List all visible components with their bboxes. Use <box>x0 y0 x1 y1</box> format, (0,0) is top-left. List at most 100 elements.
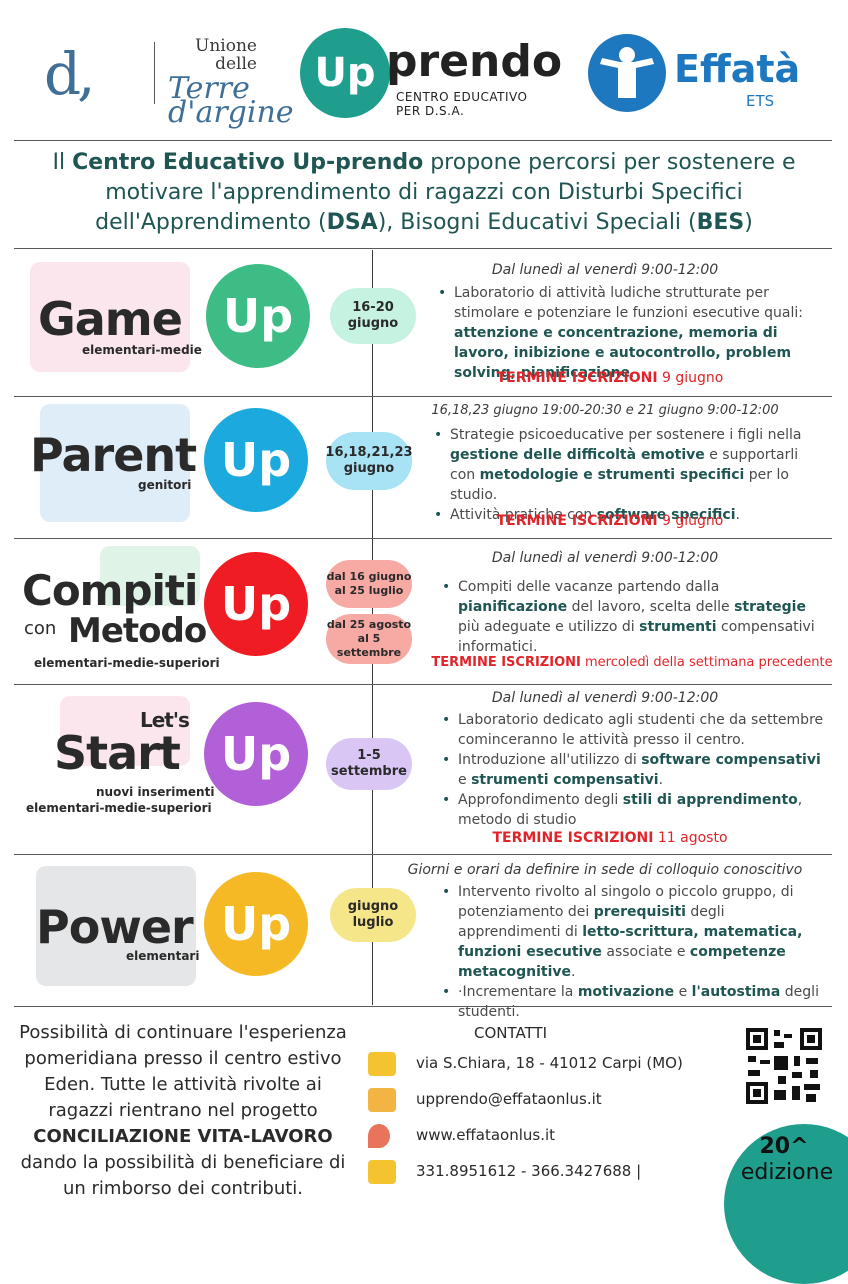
program-name-power: Power <box>36 900 194 954</box>
deadline-value: 11 agosto <box>657 830 728 846</box>
description-bullet: Laboratorio di attività ludiche struttur… <box>436 283 831 383</box>
unione-monogram: d, <box>44 40 96 108</box>
program-name-compiti: Compiti <box>22 566 198 615</box>
section-divider <box>14 538 832 539</box>
date-pill: giugno luglio <box>330 888 416 942</box>
header-divider <box>14 140 832 141</box>
location-pin-icon <box>368 1124 390 1148</box>
schedule: Dal lunedì al venerdì 9:00-12:00 <box>491 262 719 278</box>
email-icon <box>368 1088 396 1112</box>
description-bullet: Laboratorio dedicato agli studenti che d… <box>440 710 825 750</box>
description-bullet: Approfondimento degli stili di apprendim… <box>440 790 825 830</box>
puzzle-decoration <box>30 262 190 372</box>
description-bullet: ·Incrementare la motivazione e l'autosti… <box>440 982 830 1022</box>
section-divider <box>14 248 832 249</box>
email-text[interactable]: upprendo@effataonlus.it <box>416 1090 602 1108</box>
program-description: Laboratorio dedicato agli studenti che d… <box>440 710 825 830</box>
description-bullet: Introduzione all'utilizzo di software co… <box>440 750 825 790</box>
mailbox-icon <box>368 1052 396 1076</box>
intro-part: ), Bisogni Educativi Speciali ( <box>377 210 697 235</box>
note-bold: CONCILIAZIONE VITA-LAVORO <box>33 1126 333 1147</box>
program-audience: nuovi inserimenti <box>96 785 215 799</box>
deadline: TERMINE ISCRIZIONI 9 giugno <box>380 370 840 386</box>
date-pill: 1-5 settembre <box>326 738 412 790</box>
note-part: Possibilità di continuare l'esperienza p… <box>19 1022 347 1121</box>
deadline-label: TERMINE ISCRIZIONI <box>492 830 654 846</box>
program-description: Strategie psicoeducative per sostenere i… <box>432 425 827 525</box>
address-text: via S.Chiara, 18 - 41012 Carpi (MO) <box>416 1054 683 1072</box>
phone-icon <box>368 1160 396 1184</box>
supplies-decoration <box>36 866 196 986</box>
date-pill: 16,18,21,23 giugno <box>325 432 413 490</box>
intro-bold: Centro Educativo Up-prendo <box>72 150 424 175</box>
effata-logo: Effatà ETS <box>588 34 808 118</box>
schedule: Giorni e orari da definire in sede di co… <box>407 862 803 878</box>
program-name-start: Start <box>54 726 181 780</box>
program-pre: Let's <box>140 708 190 732</box>
deadline: TERMINE ISCRIZIONI 11 agosto <box>380 830 840 846</box>
logo-divider <box>154 42 155 104</box>
schedule: Dal lunedì al venerdì 9:00-12:00 <box>491 550 719 566</box>
program-audience: elementari-medie <box>82 343 202 357</box>
upprendo-word: prendo <box>386 36 563 87</box>
qr-code[interactable] <box>744 1026 824 1106</box>
up-badge: Up <box>206 264 310 368</box>
upprendo-logo: Up prendo CENTRO EDUCATIVO PER D.S.A. <box>300 28 562 120</box>
book-decoration <box>100 546 200 606</box>
description-bullet: Compiti delle vacanze partendo dalla pia… <box>440 577 820 657</box>
deadline-label: TERMINE ISCRIZIONI <box>431 655 581 670</box>
program-name-game: Game <box>38 292 183 346</box>
up-badge: Up <box>204 552 308 656</box>
date-pill: dal 25 agosto al 5 settembre <box>326 614 412 664</box>
unione-terre-dargine-logo: d, Unione delle Terre d'argine <box>44 36 294 128</box>
deadline-value: mercoledì della settimana precedente <box>584 655 833 670</box>
description-bullet: Intervento rivolto al singolo o piccolo … <box>440 882 830 982</box>
up-badge: Up <box>204 408 308 512</box>
deadline-value: 9 giugno <box>662 370 724 386</box>
deadline-label: TERMINE ISCRIZIONI <box>496 370 658 386</box>
intro-bold: BES <box>696 210 745 235</box>
deadline: TERMINE ISCRIZIONI mercoledì della setti… <box>430 655 834 670</box>
unione-line1: Unione <box>195 36 257 56</box>
section-divider <box>14 684 832 685</box>
up-circle: Up <box>300 28 390 118</box>
upprendo-sub2: PER D.S.A. <box>396 104 465 118</box>
schedule: 16,18,23 giugno 19:00-20:30 e 21 giugno … <box>431 403 779 418</box>
program-name-parent: Parent <box>30 428 197 482</box>
program-audience-2: elementari-medie-superiori <box>26 801 212 815</box>
program-description: Compiti delle vacanze partendo dalla pia… <box>440 577 820 657</box>
effata-figure-icon <box>588 34 666 112</box>
edition-word: edizione <box>740 1160 834 1185</box>
pencil-decoration <box>60 696 190 766</box>
intro-part: ) <box>744 210 753 235</box>
up-badge: Up <box>204 872 308 976</box>
intro-bold: DSA <box>326 210 378 235</box>
upprendo-sub1: CENTRO EDUCATIVO <box>396 90 528 104</box>
web-text[interactable]: www.effataonlus.it <box>416 1126 556 1144</box>
note-part: dando la possibilità di beneficiare di u… <box>20 1152 346 1199</box>
program-description: Intervento rivolto al singolo o piccolo … <box>440 882 830 1022</box>
date-pill: dal 16 giugno al 25 luglio <box>326 560 412 608</box>
date-pill: 16-20 giugno <box>330 288 416 344</box>
intro-part: Il <box>52 150 73 175</box>
deadline: TERMINE ISCRIZIONI 9 giugno <box>380 513 840 529</box>
description-bullet: Attività pratiche con software specifici… <box>432 505 827 525</box>
section-divider <box>14 854 832 855</box>
unione-line4: d'argine <box>168 95 294 130</box>
effata-name: Effatà <box>674 47 801 91</box>
schedule: Dal lunedì al venerdì 9:00-12:00 <box>491 690 719 706</box>
program-audience: elementari <box>126 949 200 963</box>
contacts-title: CONTATTI <box>474 1024 548 1042</box>
description-bullet: Strategie psicoeducative per sostenere i… <box>432 425 827 505</box>
phone-text[interactable]: 331.8951612 - 366.3427688 | <box>416 1162 642 1180</box>
program-name-metodo: Metodo <box>68 611 207 651</box>
program-con: con <box>24 618 57 639</box>
up-badge: Up <box>204 702 308 806</box>
program-audience: genitori <box>138 478 192 492</box>
deadline-value: 9 giugno <box>662 513 724 529</box>
program-audience: elementari-medie-superiori <box>34 656 220 670</box>
family-decoration <box>40 404 190 522</box>
section-divider <box>14 1006 832 1007</box>
deadline-label: TERMINE ISCRIZIONI <box>496 513 658 529</box>
unione-line3: Terre <box>168 71 250 106</box>
